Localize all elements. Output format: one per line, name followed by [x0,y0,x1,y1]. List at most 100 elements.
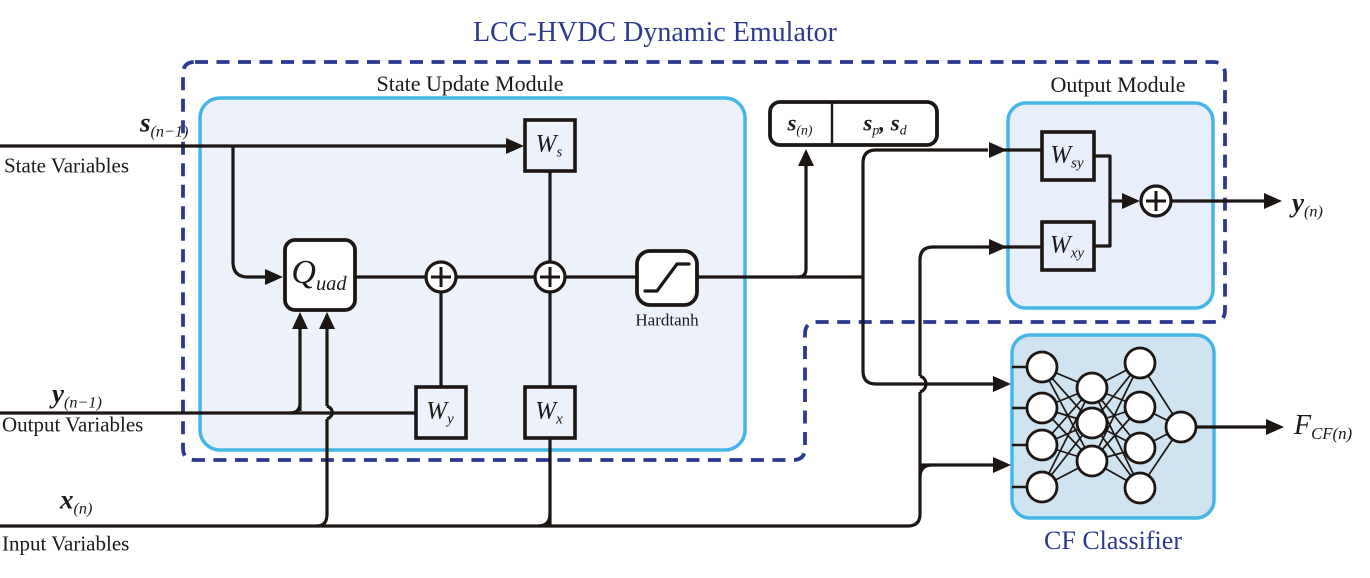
nn-nodes [1025,346,1198,505]
wx-block [523,385,577,440]
nn-node [1025,350,1059,384]
y-output-symbol: y(n) [1292,189,1323,220]
wire-cf-branch-fillet [918,463,933,478]
arrow-into-cf-bottom [993,457,1011,473]
symbol-base: s [140,107,151,138]
symbol-base: y [52,378,64,409]
wire-input-line [0,392,922,528]
quad-label: Quad [291,254,346,294]
arrow-cf-output [1266,419,1284,435]
wire-wx-fillet [537,513,552,528]
nn-node [1123,390,1157,424]
symbol-base: s [890,110,900,136]
wx-label: Wx [535,397,563,428]
wire-input-to-wxy [918,245,992,376]
arrow-into-state-box [798,149,814,166]
nn-node [1164,410,1198,444]
arrow-into-cf-top [993,376,1011,392]
wy-block [414,385,468,440]
symbol-sub: d [899,122,907,138]
wxy-label: Wxy [1049,231,1085,262]
state-vector-rect [768,100,939,147]
wire-branch-to-state-box [797,166,808,279]
hardtanh-label: Hardtanh [635,310,699,330]
arrow-into-output-module-top [989,142,1007,158]
symbol-base: W [535,397,557,425]
arrowheads [265,138,1284,473]
ws-label: Ws [535,130,563,161]
wire-y-branch-fillet [289,402,302,415]
symbol-sub: xy [1070,245,1085,262]
wire-state-to-quad [231,146,266,279]
symbol-base: W [1050,141,1072,169]
nn-node [1075,406,1109,440]
cf-classifier-label: CF Classifier [1044,526,1182,555]
wire-hop-over [919,374,928,394]
wsy-block [1040,130,1096,182]
symbol-sub: (n) [1303,202,1323,221]
symbol-sub: (n−1) [63,393,102,412]
state-update-module-label: State Update Module [376,71,564,96]
nn-node [1025,391,1059,425]
arrow-into-output-module-bottom [989,239,1007,255]
state-input-symbol: s(n−1) [140,107,188,140]
symbol-base: W [535,130,557,158]
nn-node [1075,371,1109,405]
wire-x-to-quad-lower [316,419,329,528]
nn-connections [1041,362,1182,489]
symbol-base: Q [291,254,316,291]
symbol-sub: (n) [796,122,813,138]
cf-neural-network [1025,346,1198,505]
symbol-sub: (n) [73,499,93,518]
state-vector-box [768,100,939,147]
symbol-sub: (n−1) [150,122,189,141]
output-input-desc: Output Variables [2,412,144,437]
cf-output-symbol: FCF(n) [1294,410,1353,444]
ws-block [523,118,577,173]
wire-state-feedback-branch [861,148,994,386]
input-input-desc: Input Variables [2,531,130,556]
arrow-into-quad-bottom-y [292,312,308,329]
symbol-sub: sy [1071,155,1084,172]
plus-icon [1146,191,1166,211]
nn-node [1025,428,1059,462]
symbol-base: x [60,484,74,515]
symbol-base: F [1294,410,1312,441]
state-vector-current: s(n) [787,110,813,138]
symbol-sub: y [447,411,454,428]
output-input-symbol: y(n−1) [52,378,102,411]
wy-label: Wy [426,397,454,428]
symbol-base: W [426,397,448,425]
nn-node [1075,444,1109,478]
symbol-base: W [1049,231,1071,259]
arrow-y-output [1264,193,1282,209]
symbol-sub: x [556,411,563,428]
wire-x-hop [326,404,334,421]
arrow-into-quad-left [265,269,283,285]
state-update-module-box [198,96,747,452]
quad-block [283,238,357,312]
output-module-label: Output Module [1050,72,1186,97]
nn-node [1123,346,1157,380]
cf-input-stubs [1012,365,1028,489]
state-vector-params: sp, sd [863,110,907,138]
plus-icon [540,267,560,287]
arrow-into-ws [506,138,524,154]
symbol-sub: s [556,144,563,161]
nn-node [1025,470,1059,504]
separator: , [879,110,891,136]
symbol-base: s [787,110,797,136]
symbol-sub: CF(n) [1311,424,1353,444]
arrow-into-sum3 [1122,193,1140,209]
hardtanh-icon [643,262,691,293]
symbol-base: s [863,110,873,136]
sum-junction-2 [533,260,567,294]
wires [0,144,1268,528]
wsy-label: Wsy [1050,141,1084,172]
wxy-block [1040,220,1096,272]
diagram-title: LCC-HVDC Dynamic Emulator [473,17,837,48]
symbol-sub: p [872,122,880,138]
emulator-dashed-boundary [181,60,1227,462]
